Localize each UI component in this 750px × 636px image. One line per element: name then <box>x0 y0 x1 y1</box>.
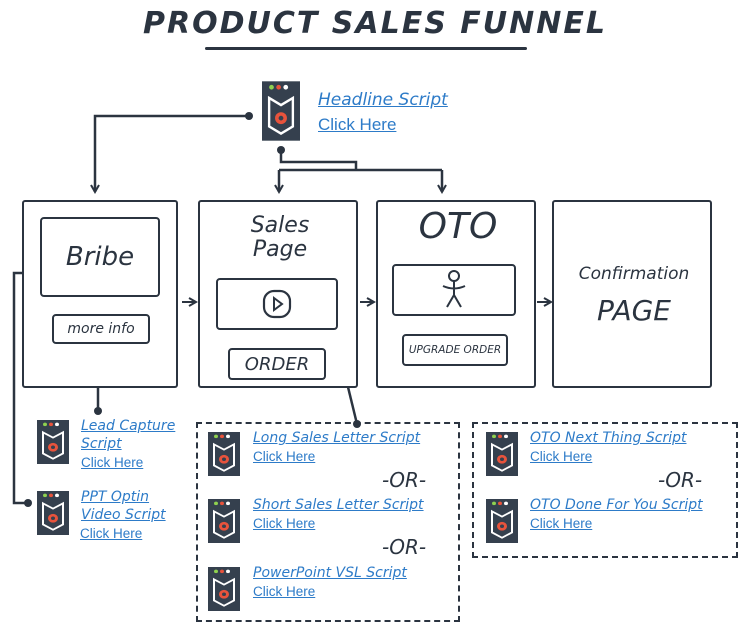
lead-capture-click-here[interactable]: Click Here <box>81 455 144 470</box>
bribe-label: Bribe <box>65 242 135 272</box>
order-label: ORDER <box>244 353 310 375</box>
more-info-button[interactable]: more info <box>52 314 150 344</box>
script-book-gear-icon <box>486 499 518 543</box>
sales-video-area <box>216 278 338 330</box>
sales-scripts-box <box>196 422 460 622</box>
upgrade-order-label: UPGRADE ORDER <box>408 344 502 356</box>
sales-label-line2: Page <box>252 237 308 262</box>
headline-script-link[interactable]: Headline Script <box>318 90 448 110</box>
oto-next-thing-title[interactable]: OTO Next Thing Script <box>530 430 687 446</box>
confirmation-page-label: PAGE <box>596 294 672 327</box>
play-icon[interactable] <box>262 289 292 319</box>
script-book-gear-icon <box>208 432 240 476</box>
headline-click-here-link[interactable]: Click Here <box>318 115 397 134</box>
ppt-optin-title-line2[interactable]: Video Script <box>81 507 166 523</box>
short-sales-letter-title[interactable]: Short Sales Letter Script <box>253 497 424 513</box>
lead-capture-title-line1[interactable]: Lead Capture <box>81 418 176 434</box>
title-underline <box>205 47 527 50</box>
sales-page: Sales Page ORDER <box>198 200 358 388</box>
confirmation-label: Confirmation <box>578 264 690 284</box>
bribe-page: Bribe more info <box>22 200 178 388</box>
long-sales-letter-click-here[interactable]: Click Here <box>253 449 316 464</box>
script-book-gear-icon <box>37 491 69 535</box>
ppt-optin-click-here[interactable]: Click Here <box>80 526 143 541</box>
oto-media-area <box>392 264 516 316</box>
headline-to-bribe-connector <box>95 112 253 192</box>
stick-figure-icon <box>442 270 466 308</box>
script-book-gear-icon <box>262 81 300 141</box>
oto-page: OTO UPGRADE ORDER <box>376 200 536 388</box>
script-book-gear-icon <box>208 567 240 611</box>
script-book-gear-icon <box>208 499 240 543</box>
oto-done-for-you-click-here[interactable]: Click Here <box>530 516 593 531</box>
or-separator: -OR- <box>382 468 427 492</box>
oto-label: OTO <box>418 206 498 247</box>
long-sales-letter-title[interactable]: Long Sales Letter Script <box>253 430 421 446</box>
bribe-banner: Bribe <box>40 217 160 297</box>
or-separator: -OR- <box>658 468 703 492</box>
sales-label-line1: Sales <box>250 213 310 238</box>
oto-scripts-box <box>472 422 738 558</box>
confirmation-page: Confirmation PAGE <box>552 200 712 388</box>
upgrade-order-button[interactable]: UPGRADE ORDER <box>402 334 508 366</box>
headline-to-sales-oto-connector <box>277 146 442 192</box>
lead-capture-title-line2[interactable]: Script <box>81 436 122 452</box>
order-button[interactable]: ORDER <box>228 348 326 380</box>
short-sales-letter-click-here[interactable]: Click Here <box>253 516 316 531</box>
script-book-gear-icon <box>486 432 518 476</box>
script-book-gear-icon <box>37 420 69 464</box>
more-info-label: more info <box>67 321 135 337</box>
sales-page-label: Sales Page <box>200 214 360 262</box>
oto-done-for-you-title[interactable]: OTO Done For You Script <box>530 497 703 513</box>
diagram-title: PRODUCT SALES FUNNEL <box>143 6 607 41</box>
powerpoint-vsl-title[interactable]: PowerPoint VSL Script <box>253 565 407 581</box>
oto-next-thing-click-here[interactable]: Click Here <box>530 449 593 464</box>
powerpoint-vsl-click-here[interactable]: Click Here <box>253 584 316 599</box>
or-separator: -OR- <box>382 535 427 559</box>
ppt-optin-title-line1[interactable]: PPT Optin <box>81 489 150 505</box>
